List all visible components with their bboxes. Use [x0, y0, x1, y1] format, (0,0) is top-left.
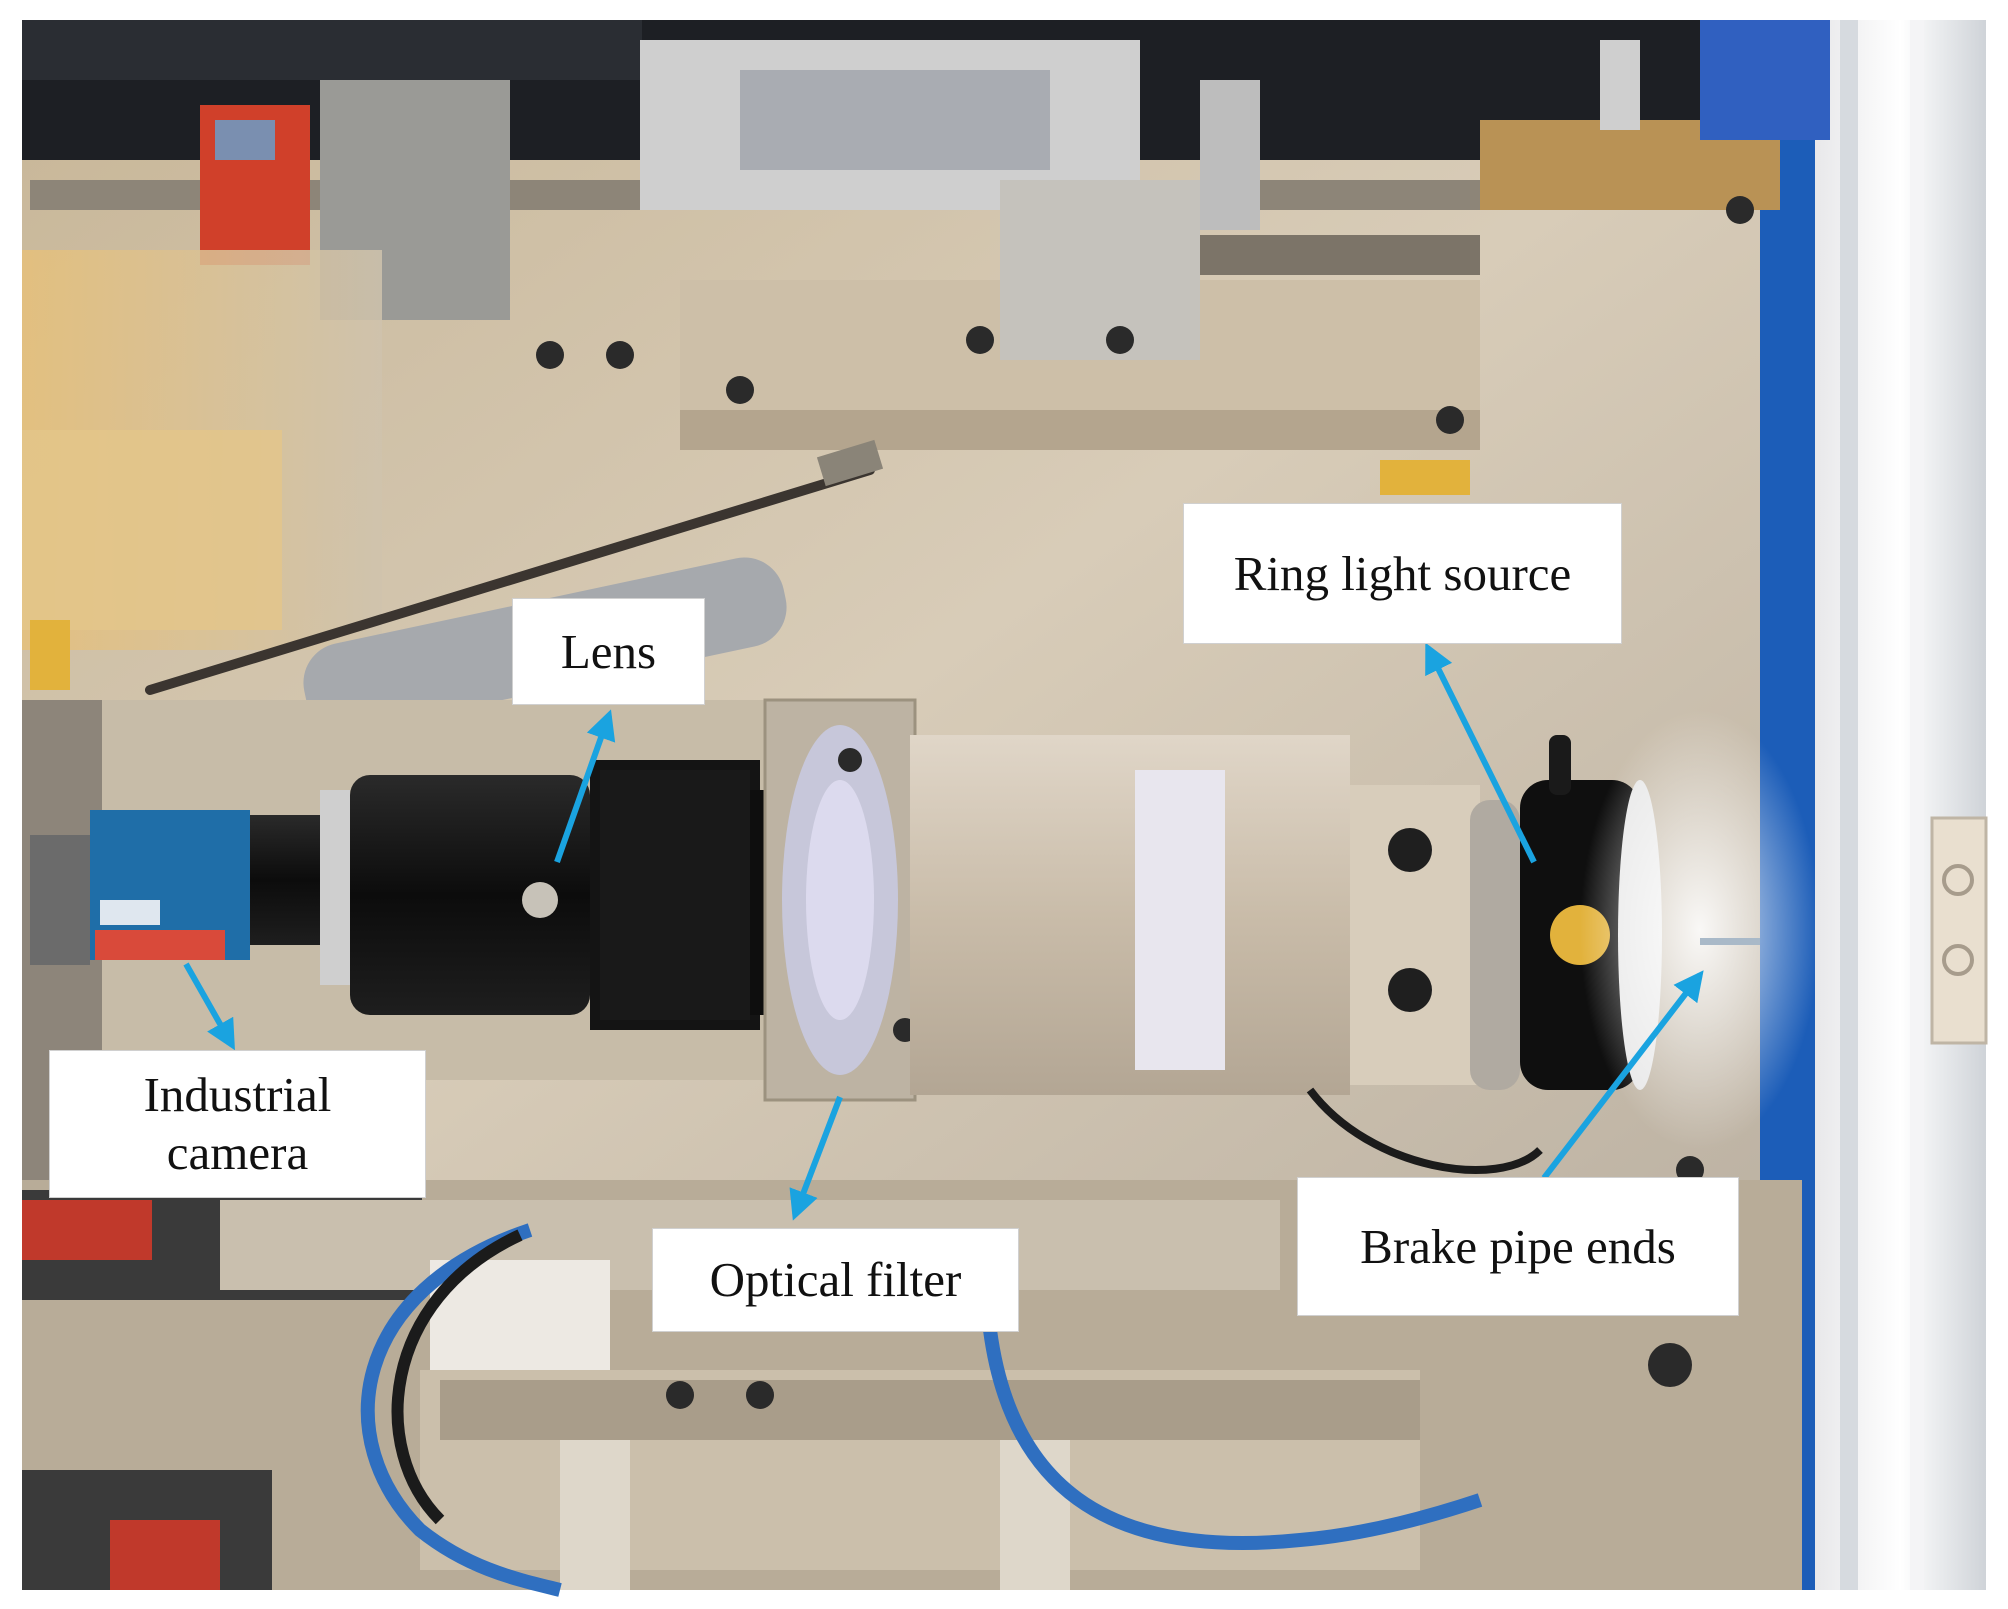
- lens-label: Lens: [512, 598, 705, 705]
- brake-pipe-ends-label-text: Brake pipe ends: [1360, 1218, 1676, 1274]
- industrial-camera-arrow: [183, 962, 235, 1051]
- optical-filter-label-text: Optical filter: [709, 1252, 962, 1307]
- industrial-camera-label-line2: camera: [166, 1125, 309, 1180]
- brake-pipe-ends-arrow: [1541, 970, 1704, 1180]
- industrial-camera-label-line1: Industrial: [143, 1067, 332, 1122]
- paper-tag: [1135, 770, 1225, 1070]
- optical-filter-arrow: [789, 1095, 843, 1221]
- pneumatic-tube: [360, 1223, 562, 1597]
- ring-light-source-label-text: Ring light source: [1233, 545, 1572, 601]
- probe-rod: [145, 465, 875, 695]
- lens-arrow: [554, 709, 616, 864]
- brake-pipe-ends-label: Brake pipe ends: [1297, 1177, 1739, 1316]
- industrial-camera-label: Industrial camera: [49, 1050, 426, 1198]
- ring-light-source-label: Ring light source: [1183, 503, 1622, 644]
- clamp-block: [1000, 180, 1200, 360]
- ring-light-housing: [1470, 800, 1520, 1090]
- aluminum-block: [910, 735, 1350, 1095]
- illumination-glow: [1580, 710, 1820, 1150]
- ring-light-source-arrow: [1425, 642, 1537, 864]
- optical-filter-label: Optical filter: [652, 1228, 1019, 1332]
- rail-bracket: [1930, 816, 1988, 1045]
- brake-pipe-end: [1700, 938, 1760, 945]
- lens-label-text: Lens: [560, 623, 657, 679]
